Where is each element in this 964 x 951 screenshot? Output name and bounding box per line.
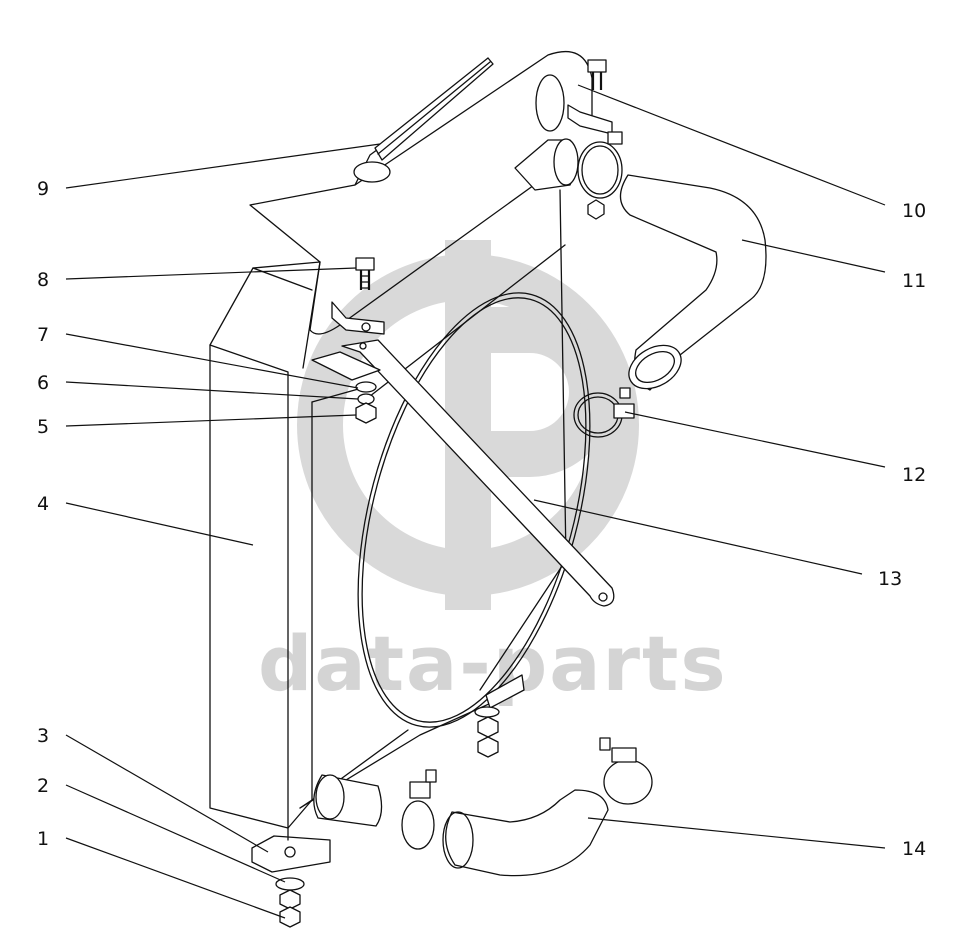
- washer-7: [355, 381, 377, 393]
- radiator-assembly: [209, 50, 593, 829]
- nut-lower-a: [477, 716, 499, 738]
- nut-1b: [279, 906, 301, 928]
- hose-clamp-upper: [577, 141, 623, 199]
- hose-clamp-lower-left: [401, 769, 437, 850]
- nut-1a: [279, 889, 301, 910]
- leader-lines: [65, 84, 886, 919]
- lower-hose: [442, 789, 609, 877]
- callout-3: 3: [37, 725, 49, 747]
- nut-upper-right: [587, 199, 605, 220]
- callout-6: 6: [37, 372, 49, 394]
- mounting-bracket-upper: [311, 301, 385, 381]
- hose-clamp-12: [573, 387, 635, 438]
- callout-5: 5: [37, 416, 49, 438]
- upper-hose: [619, 174, 767, 391]
- radiator-top-corner: [209, 261, 321, 369]
- bracket-plate: [311, 351, 381, 381]
- radiator-top-shroud: [249, 50, 593, 263]
- filler-neck: [353, 161, 391, 183]
- washer-lower: [474, 706, 500, 718]
- nut-5: [355, 402, 377, 424]
- mounting-bracket-right: [567, 104, 613, 135]
- callout-2: 2: [37, 775, 49, 797]
- callout-14: 14: [902, 838, 926, 860]
- callout-8: 8: [37, 269, 49, 291]
- callout-10: 10: [902, 200, 926, 222]
- callout-12: 12: [902, 464, 926, 486]
- lower-bracket-plate: [485, 674, 525, 709]
- fan-shroud-ring: [361, 297, 587, 723]
- mounting-foot-bracket: [251, 827, 331, 873]
- callout-7: 7: [37, 324, 49, 346]
- callout-11: 11: [902, 270, 926, 292]
- shroud-opening: [535, 74, 565, 132]
- callout-4: 4: [37, 493, 49, 515]
- bolt-8: [355, 257, 375, 290]
- hose-clamp-lower-right: [599, 737, 653, 805]
- stay-rod: [341, 339, 615, 607]
- callout-13: 13: [878, 568, 902, 590]
- callout-9: 9: [37, 178, 49, 200]
- bolt-10: [587, 59, 607, 90]
- gp-logo-icon: [297, 240, 639, 610]
- nut-lower-b: [477, 736, 499, 758]
- callout-1: 1: [37, 828, 49, 850]
